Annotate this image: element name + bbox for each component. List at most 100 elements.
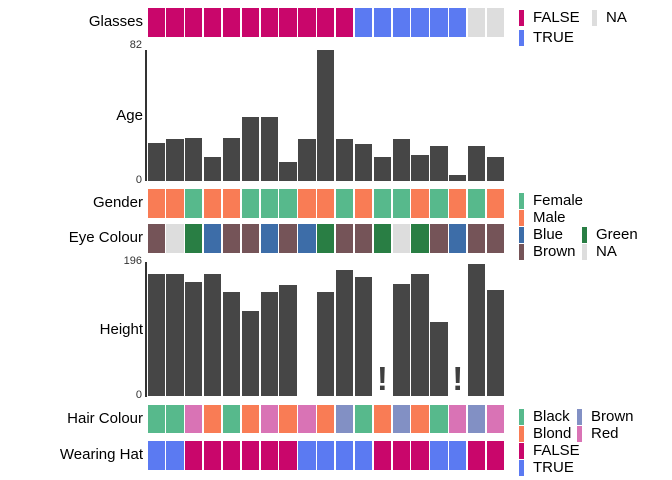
- bar-height: [486, 290, 505, 397]
- bar-age: [486, 156, 505, 181]
- tile-wearing_hat-FALSE: [279, 441, 297, 470]
- tile-eye_colour-Brown: [486, 224, 505, 253]
- legend-item-gender-Female: Female: [519, 193, 583, 209]
- tile-eye_colour-Blue: [298, 224, 316, 253]
- bar-age: [430, 145, 448, 181]
- legend-swatch-icon: [577, 409, 582, 425]
- tile-wearing_hat-FALSE: [185, 441, 203, 470]
- legend-swatch-icon: [519, 442, 524, 459]
- age-ymin-tick: 0: [135, 173, 142, 186]
- tile-hair_colour-Red: [449, 404, 467, 433]
- legend-label: Brown: [591, 408, 634, 425]
- tile-wearing_hat-TRUE: [449, 441, 467, 470]
- tile-eye_colour-Green: [185, 224, 203, 253]
- tile-hair_colour-Black: [354, 404, 373, 433]
- tile-gender-Female: [279, 189, 297, 218]
- tile-gender-Male: [222, 189, 241, 218]
- bar-age: [373, 156, 391, 181]
- tile-eye_colour-Brown: [279, 224, 297, 253]
- tile-eye_colour-Blue: [449, 224, 467, 253]
- tile-glasses-NA: [486, 8, 505, 37]
- legend-label: Blue: [533, 225, 564, 243]
- tile-eye_colour-Brown: [147, 224, 165, 253]
- bar-height: [166, 274, 184, 397]
- tile-eye_colour-Blue: [204, 224, 222, 253]
- tile-wearing_hat-TRUE: [147, 441, 165, 470]
- legend-item-wearing_hat-TRUE: TRUE: [519, 459, 574, 476]
- tile-eye_colour-Green: [411, 224, 429, 253]
- bar-age: [449, 174, 467, 181]
- row-label-eye-colour: Eye Colour: [68, 229, 143, 246]
- legend-label: FALSE: [533, 9, 580, 26]
- tile-hair_colour-Black: [166, 404, 184, 433]
- tile-gender-Female: [392, 189, 410, 218]
- legend-item-hair_colour-Black: Black: [519, 409, 570, 425]
- bar-height: [467, 264, 486, 397]
- legend-label: Male: [533, 208, 566, 226]
- tile-glasses-TRUE: [392, 8, 410, 37]
- row-label-wearing-hat: Wearing Hat: [59, 446, 143, 463]
- bar-age: [241, 116, 260, 181]
- tile-eye_colour-NA: [392, 224, 410, 253]
- tile-hair_colour-Black: [222, 404, 241, 433]
- tile-eye_colour-NA: [166, 224, 184, 253]
- row-label-glasses: Glasses: [88, 13, 143, 30]
- bar-age: [147, 142, 165, 181]
- bar-age: [317, 49, 335, 181]
- tile-hair_colour-Blond: [411, 404, 429, 433]
- tile-hair_colour-Blond: [204, 404, 222, 433]
- tile-hair_colour-Red: [260, 404, 278, 433]
- tile-eye_colour-Green: [317, 224, 335, 253]
- tile-glasses-FALSE: [279, 8, 297, 37]
- tile-wearing_hat-TRUE: [317, 441, 335, 470]
- tile-wearing_hat-FALSE: [373, 441, 391, 470]
- tile-wearing_hat-FALSE: [467, 441, 486, 470]
- tile-eye_colour-Brown: [241, 224, 260, 253]
- tile-hair_colour-Brown: [336, 404, 354, 433]
- tile-eye_colour-Brown: [430, 224, 448, 253]
- height-y-axis: [145, 262, 147, 397]
- legend-label: Blond: [533, 425, 572, 442]
- legend-item-eye_colour-NA: NA: [582, 244, 617, 260]
- legend-swatch-icon: [519, 10, 524, 26]
- tile-gender-Male: [449, 189, 467, 218]
- legend-item-eye_colour-Green: Green: [582, 226, 638, 243]
- tile-glasses-FALSE: [336, 8, 354, 37]
- legend-label: FALSE: [533, 441, 580, 459]
- tile-hair_colour-Brown: [392, 404, 410, 433]
- height-ymin-tick: 0: [135, 389, 142, 401]
- age-y-axis: [145, 49, 147, 181]
- tile-hair_colour-Red: [486, 404, 505, 433]
- tile-glasses-FALSE: [222, 8, 241, 37]
- tile-wearing_hat-FALSE: [486, 441, 505, 470]
- tile-glasses-TRUE: [449, 8, 467, 37]
- tile-glasses-FALSE: [204, 8, 222, 37]
- legend-swatch-icon: [592, 10, 597, 26]
- bar-height: [204, 273, 222, 397]
- row-label-height: Height: [99, 321, 143, 338]
- tile-gender-Female: [373, 189, 391, 218]
- legend-swatch-icon: [577, 426, 582, 442]
- tile-eye_colour-Brown: [354, 224, 373, 253]
- bar-age: [392, 139, 410, 181]
- tile-hair_colour-Black: [430, 404, 448, 433]
- bar-height: [354, 277, 373, 397]
- tile-gender-Male: [317, 189, 335, 218]
- tile-gender-Male: [166, 189, 184, 218]
- tile-glasses-FALSE: [260, 8, 278, 37]
- bar-height: [222, 291, 241, 397]
- bar-height: [430, 322, 448, 397]
- age-ymax-tick: 82: [129, 38, 142, 51]
- tile-hair_colour-Blond: [241, 404, 260, 433]
- legend-item-glasses-TRUE: TRUE: [519, 29, 574, 46]
- bar-age: [204, 156, 222, 181]
- tile-gender-Female: [241, 189, 260, 218]
- tile-gender-Female: [467, 189, 486, 218]
